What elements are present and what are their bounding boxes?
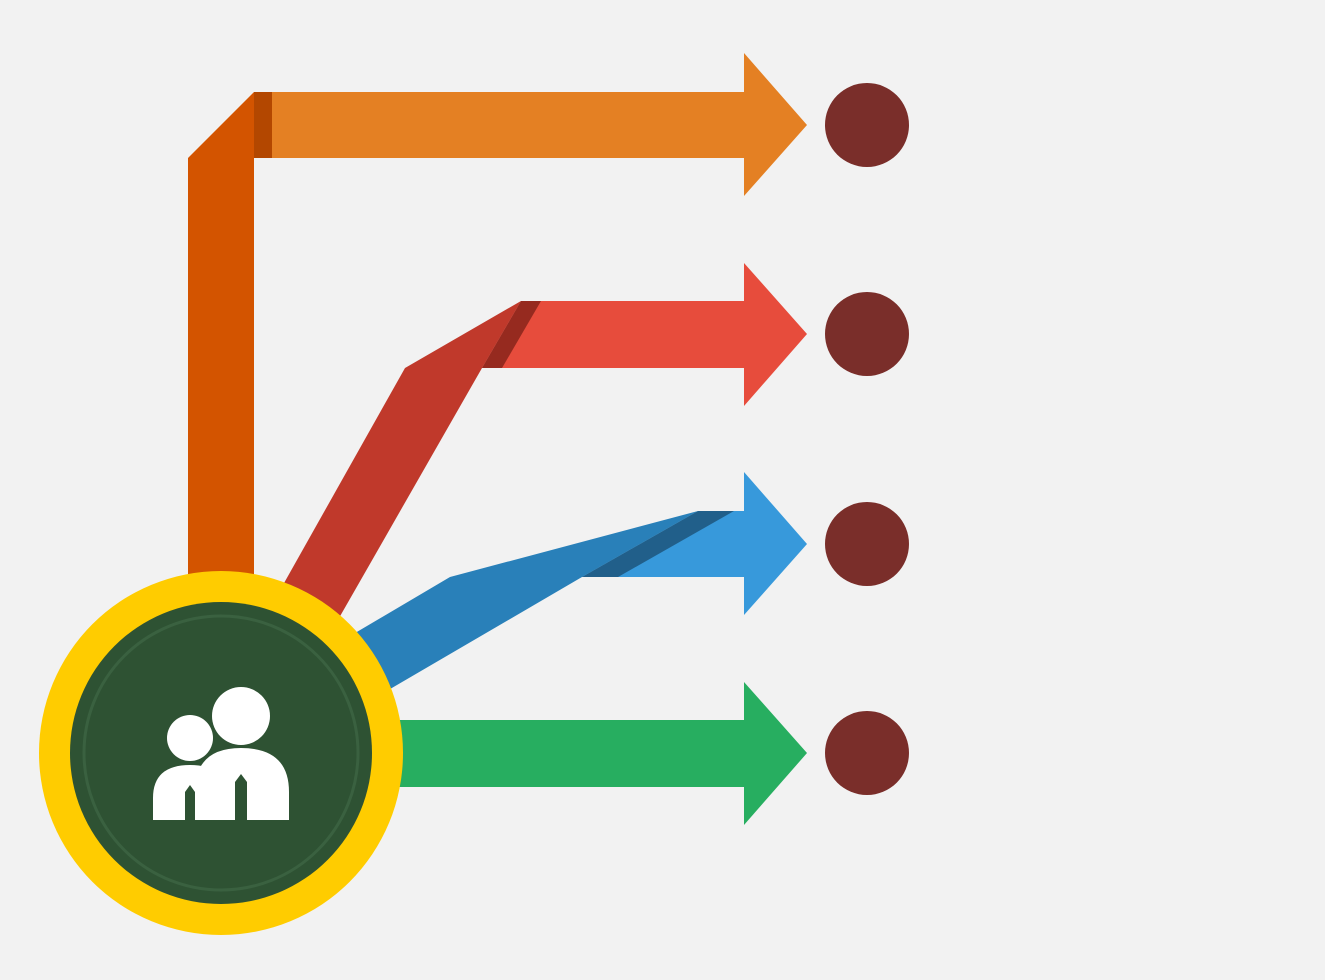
branch-green [380,682,807,825]
endpoint-dot-2 [825,292,909,376]
branch-red-fold [482,301,541,368]
branch-orange-arrow [254,53,807,196]
branch-blue-arrow [582,472,807,615]
hub-circle [39,571,403,935]
branch-orange-stem [188,92,254,600]
endpoint-dot-3 [825,502,909,586]
family-users-icon [153,687,289,820]
branch-red-stem [270,301,521,625]
branch-orange [188,53,807,600]
branch-blue [350,472,807,692]
endpoint-dot-1 [825,83,909,167]
hub-inner-ring [82,614,360,892]
endpoint-dot-4 [825,711,909,795]
branch-blue-fold [582,511,734,577]
branch-blue-stem [350,511,698,692]
branch-green-arrow [380,682,807,825]
branch-red-arrow [482,263,807,406]
branch-red [270,263,807,625]
branch-orange-fold [254,92,272,158]
